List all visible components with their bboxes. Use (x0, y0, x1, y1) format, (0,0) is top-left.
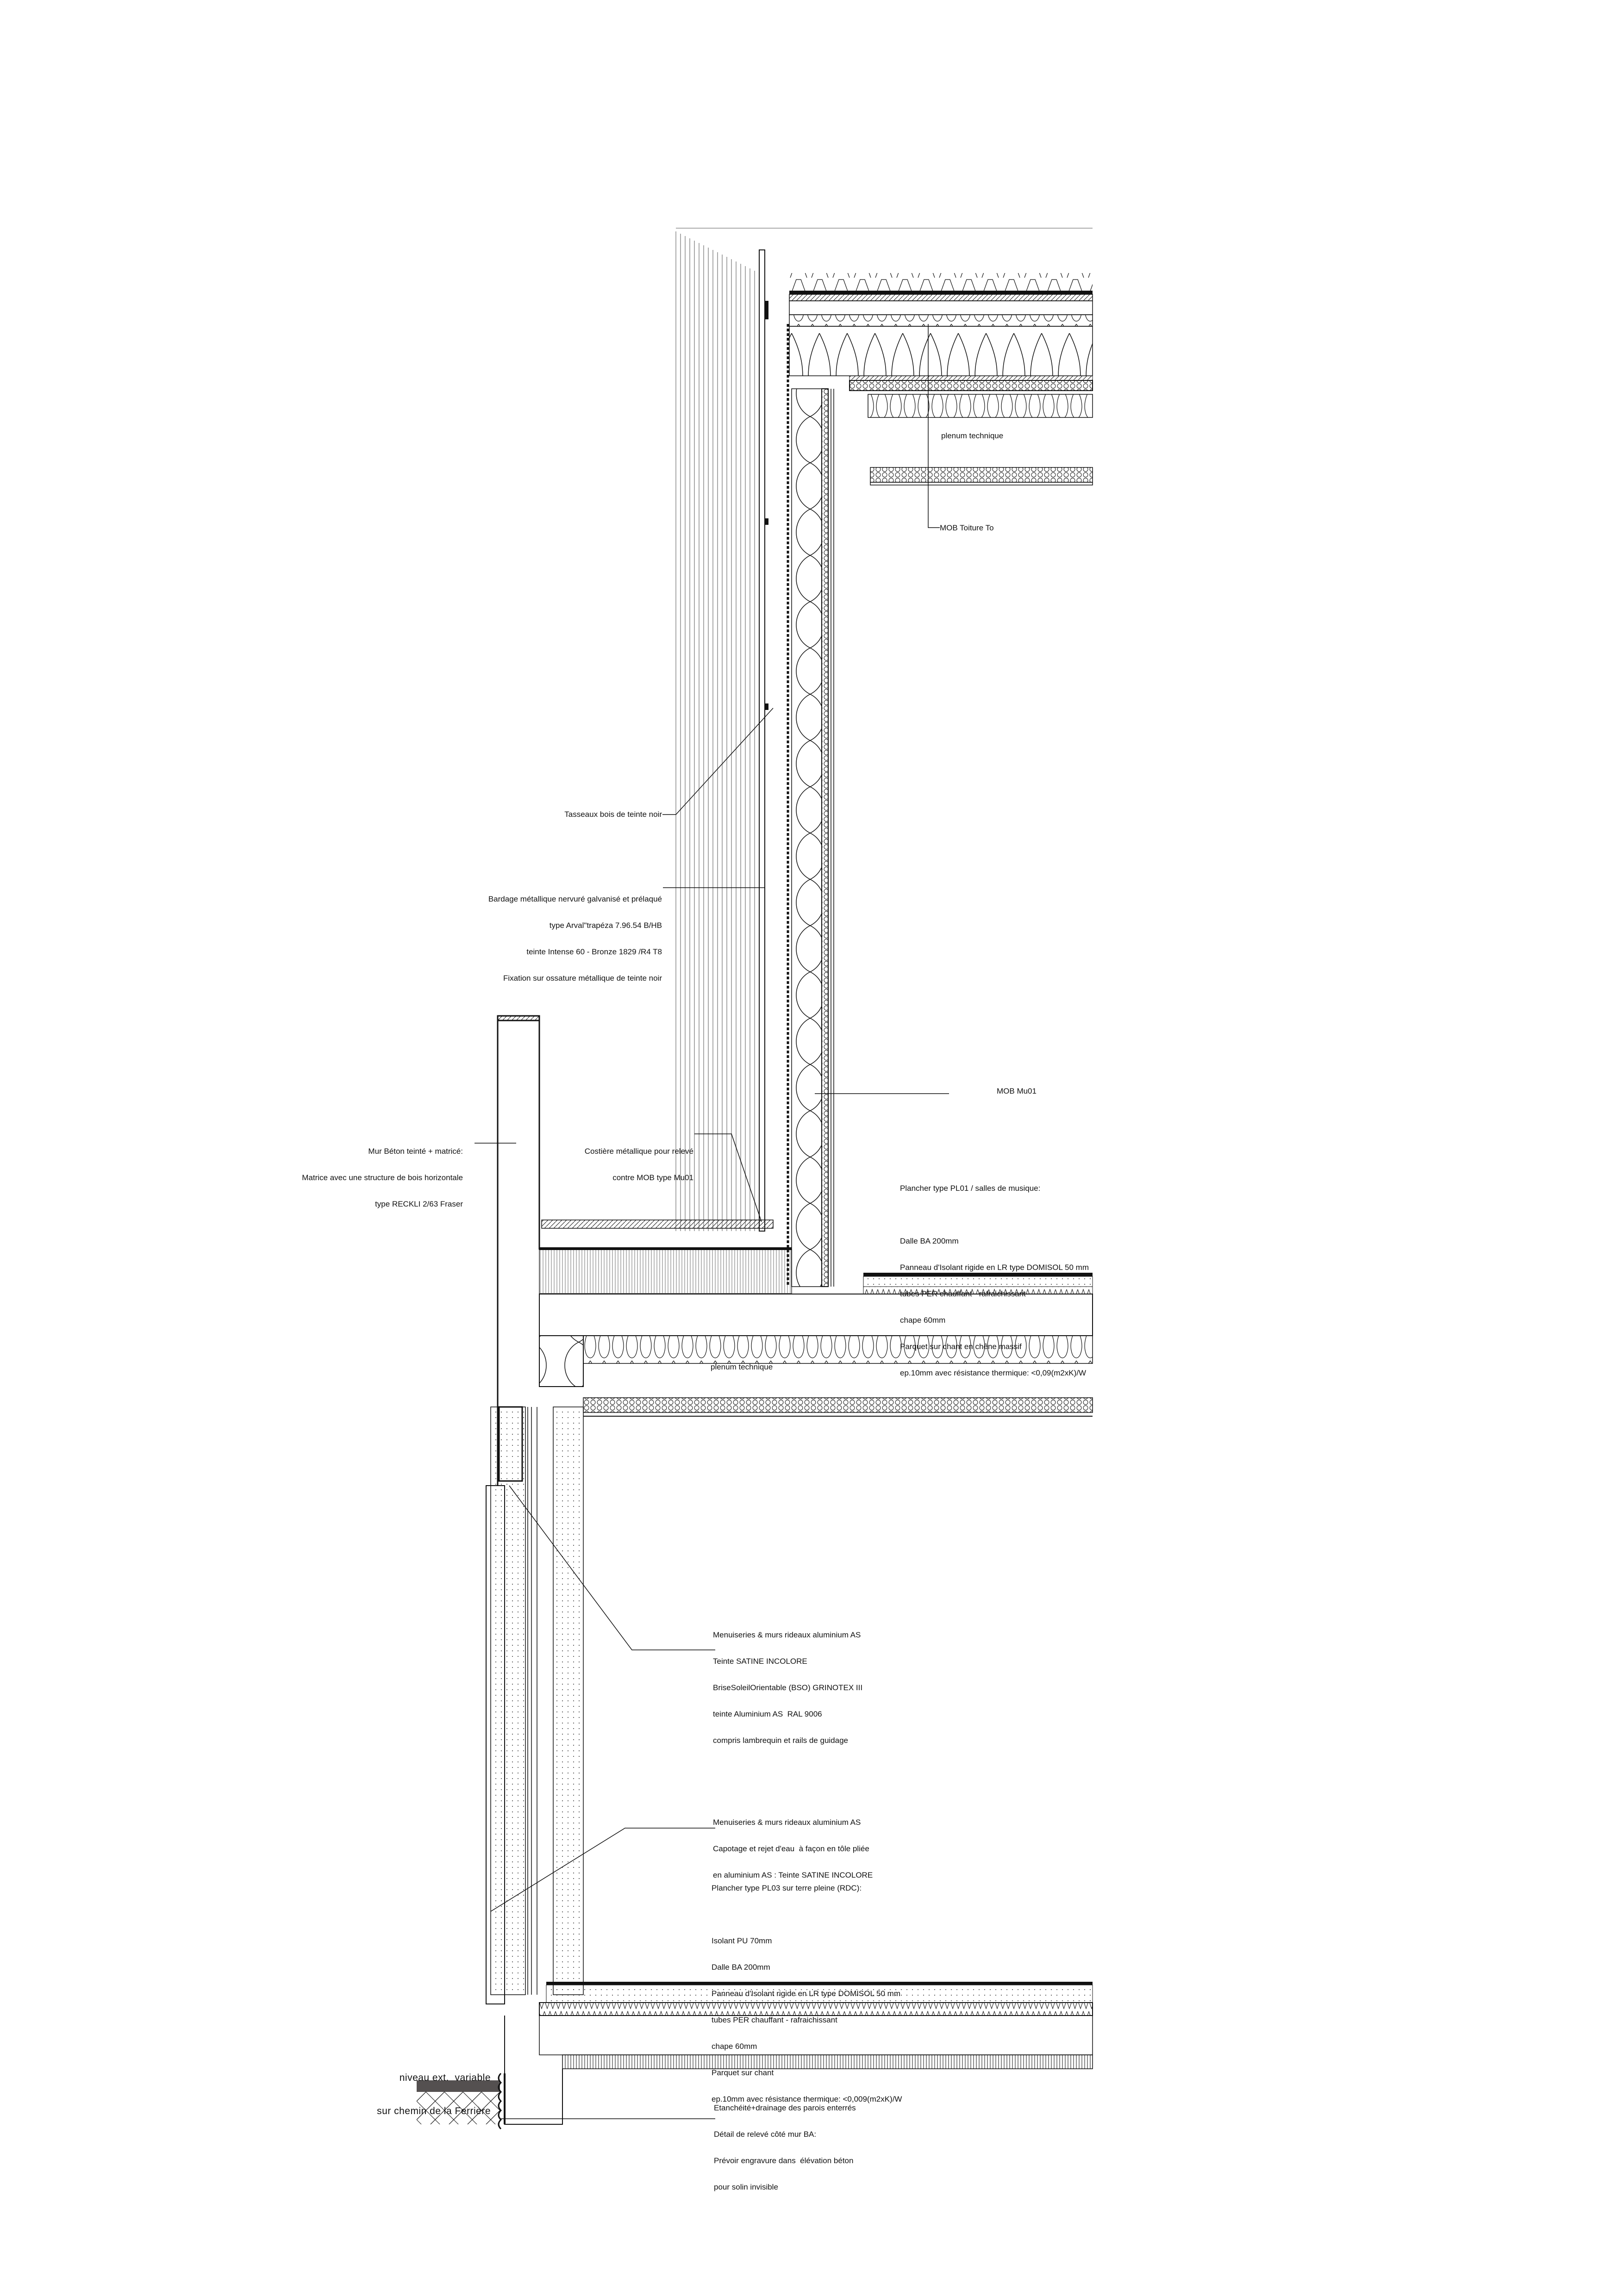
label-costiere: Costière métallique pour relevé contre M… (584, 1147, 693, 1182)
exterior-ground (417, 2072, 506, 2130)
label-mob-toiture: MOB Toiture To (940, 523, 994, 532)
label-plancher-pl03: Plancher type PL03 sur terre pleine (RDC… (712, 1884, 902, 2103)
ground-floor (504, 1982, 1093, 2125)
curtain-wall (490, 1406, 584, 1995)
label-plenum-mid: plenum technique (711, 1363, 773, 1371)
label-menuiseries-2: Menuiseries & murs rideaux aluminium AS … (713, 1818, 873, 1879)
metal-cladding (675, 231, 755, 1231)
roof-assembly (676, 228, 1093, 485)
mid-ceiling (539, 1335, 1093, 1417)
label-mob-mu01: MOB Mu01 (997, 1087, 1037, 1095)
label-plancher-pl01: Plancher type PL01 / salles de musique: … (900, 1184, 1089, 1377)
label-menuiseries-1: Menuiseries & murs rideaux aluminium AS … (713, 1630, 863, 1745)
tasseau-profile (759, 249, 765, 1232)
label-tasseaux: Tasseaux bois de teinte noir (564, 810, 662, 819)
label-bardage: Bardage métallique nervuré galvanisé et … (488, 895, 662, 983)
terrace-floor (539, 1220, 1093, 1336)
label-etancheite: Etanchéité+drainage des parois enterrés … (714, 2103, 856, 2191)
label-mur-beton: Mur Béton teinté + matricé: Matrice avec… (302, 1147, 463, 1208)
label-niveau-ext: niveau ext. variable sur chemin de la Fe… (377, 2072, 491, 2116)
leader-lines (475, 324, 949, 2119)
mob-mu01-wall (787, 324, 834, 1287)
label-plenum-top: plenum technique (941, 431, 1004, 440)
